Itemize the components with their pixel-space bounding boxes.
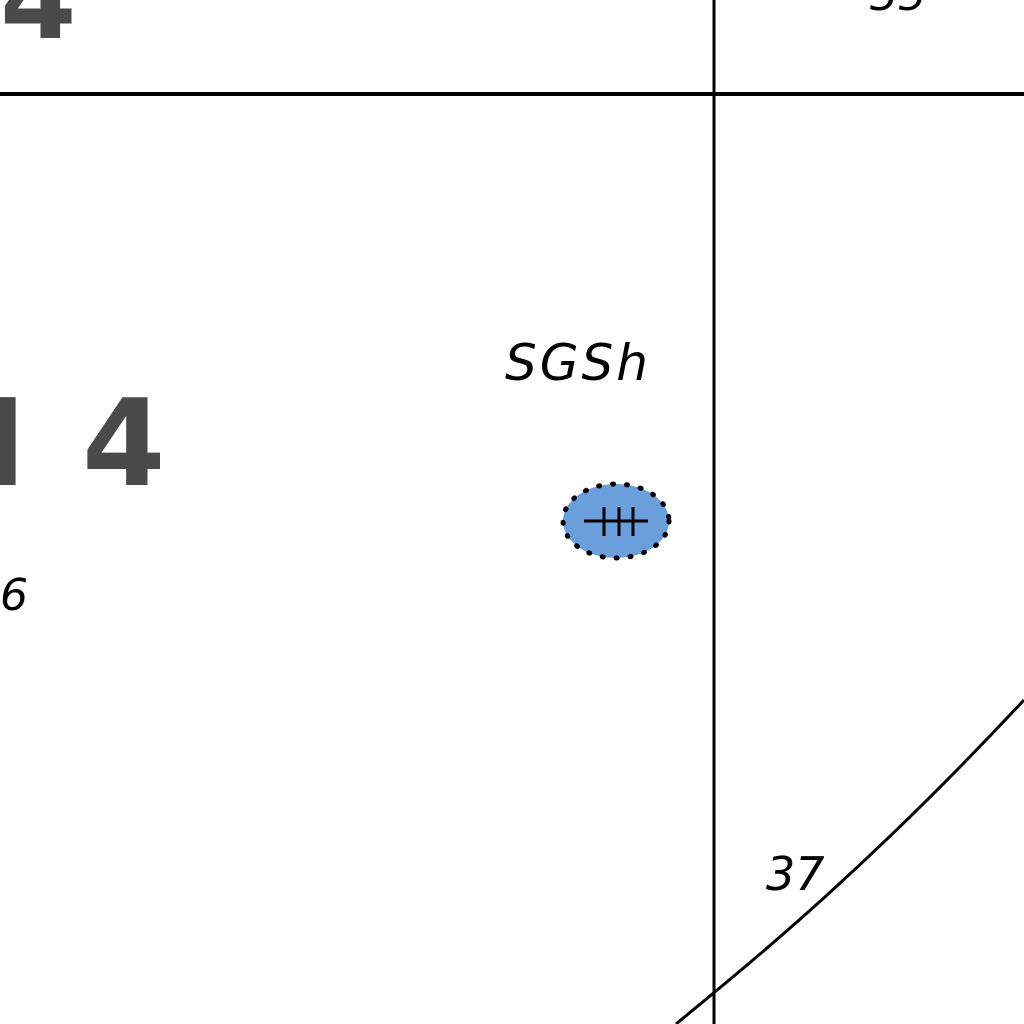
depth-contour-line [675, 698, 1024, 1024]
sounding-contour: 37 [766, 847, 825, 901]
sounding-top-right: 35 [870, 0, 926, 21]
sounding-left: 6 [0, 570, 28, 621]
chart-number-top-left: 4 [0, 0, 77, 64]
wreck-symbol-icon[interactable] [560, 481, 672, 561]
chart-number-center-left: 4 [82, 375, 166, 514]
seabed-label: SGSh [505, 334, 651, 392]
chart-number-left-edge-partial: I [0, 375, 27, 514]
